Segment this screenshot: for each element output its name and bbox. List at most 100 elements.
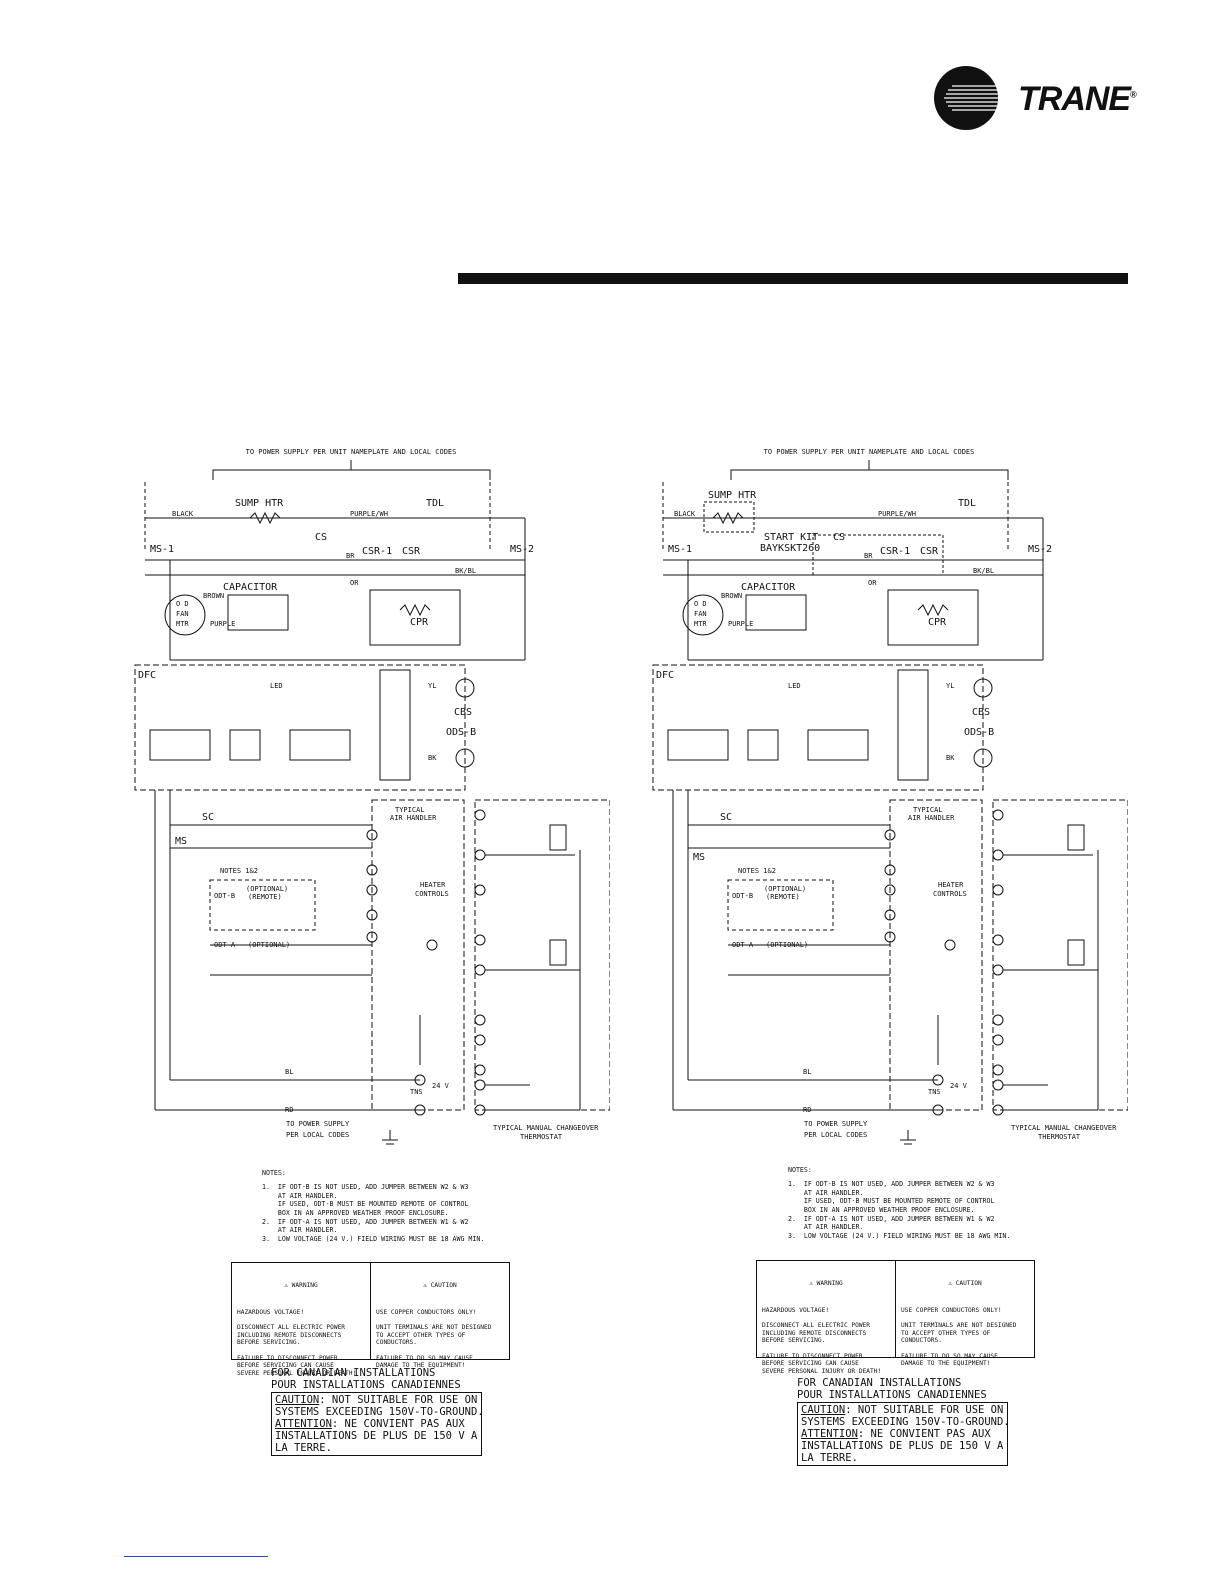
odta-label: ODT-A	[214, 941, 236, 949]
ms2-label: MS-2	[1028, 544, 1052, 555]
bl-label: BL	[803, 1068, 811, 1076]
yl-label: YL	[946, 682, 954, 690]
notes-title: NOTES:	[788, 1165, 812, 1174]
wiring-diagram-right: TO POWER SUPPLY PER UNIT NAMEPLATE AND L…	[652, 448, 1128, 1145]
caution-body: USE COPPER CONDUCTORS ONLY! UNIT TERMINA…	[376, 1308, 492, 1370]
air-handler-label-1: TYPICAL	[395, 806, 425, 814]
caution-title: ⚠ CAUTION	[948, 1280, 982, 1288]
led-label: LED	[270, 682, 283, 690]
power-label-top: TO POWER SUPPLY PER UNIT NAMEPLATE AND L…	[764, 448, 975, 456]
warning-body: HAZARDOUS VOLTAGE! DISCONNECT ALL ELECTR…	[237, 1308, 357, 1377]
start-kit-label-2: BAYKSKT260	[760, 543, 820, 554]
br-label: BR	[346, 552, 355, 560]
capacitor-label: CAPACITOR	[223, 582, 278, 593]
note-2: 2. IF ODT-A IS NOT USED, ADD JUMPER BETW…	[788, 1214, 995, 1232]
dfc-label: DFC	[138, 670, 156, 681]
rd-label: RD	[803, 1106, 811, 1114]
power-label-top: TO POWER SUPPLY PER UNIT NAMEPLATE AND L…	[246, 448, 457, 456]
bl-label: BL	[285, 1068, 293, 1076]
csr-label: CSR	[402, 546, 421, 557]
purple-label: PURPLE	[210, 620, 235, 628]
purple-wh-label: PURPLE/WH	[350, 510, 388, 518]
warning-title: ⚠ WARNING	[809, 1280, 843, 1288]
bk-label: BK	[428, 754, 437, 762]
ms1-label: MS-1	[668, 544, 692, 555]
bk-label: BK	[946, 754, 955, 762]
canadian-line-1: FOR CANADIAN INSTALLATIONS	[797, 1377, 962, 1389]
od-fan-label-2: FAN	[694, 610, 707, 618]
air-handler-label-2: AIR HANDLER	[390, 814, 437, 822]
warning-caution-box-right: ⚠ WARNING HAZARDOUS VOLTAGE! DISCONNECT …	[756, 1260, 1035, 1375]
canadian-line-1: FOR CANADIAN INSTALLATIONS	[271, 1367, 436, 1379]
heater-controls-label-1: HEATER	[938, 881, 964, 889]
rd-label: RD	[285, 1106, 293, 1114]
heater-controls-label-2: CONTROLS	[415, 890, 449, 898]
caution-panel: ⚠ CAUTION USE COPPER CONDUCTORS ONLY! UN…	[370, 1263, 509, 1369]
purple-label: PURPLE	[728, 620, 753, 628]
heater-controls-label-1: HEATER	[420, 881, 446, 889]
notes12-label: NOTES 1&2	[220, 867, 258, 875]
start-kit-label-1: START KIT	[764, 532, 818, 543]
cpr-label: CPR	[928, 617, 947, 628]
canadian-line-2: POUR INSTALLATIONS CANADIENNES	[271, 1379, 461, 1391]
odsb-label: ODS-B	[446, 727, 476, 738]
warning-title: ⚠ WARNING	[284, 1282, 318, 1290]
ms-label: MS	[693, 852, 705, 863]
od-fan-label-1: O D	[176, 600, 189, 608]
odta-label: ODT-A	[732, 941, 754, 949]
od-fan-label-2: FAN	[176, 610, 189, 618]
note-2: 2. IF ODT-A IS NOT USED, ADD JUMPER BETW…	[262, 1217, 469, 1235]
header-rule	[458, 273, 1128, 284]
notes-right: NOTES: 1. IF ODT-B IS NOT USED, ADD JUMPE…	[788, 1157, 1010, 1249]
odtb-remote-label: (REMOTE)	[248, 893, 282, 901]
canadian-notice-left: FOR CANADIAN INSTALLATIONS POUR INSTALLA…	[271, 1367, 484, 1456]
odtb-optional-label: (OPTIONAL)	[764, 885, 806, 893]
warning-panel: ⚠ WARNING HAZARDOUS VOLTAGE! DISCONNECT …	[757, 1261, 895, 1375]
to-power-label-2: PER LOCAL CODES	[804, 1131, 867, 1139]
note-3: 3. LOW VOLTAGE (24 V.) FIELD WIRING MUST…	[262, 1234, 485, 1243]
odtb-optional-label: (OPTIONAL)	[246, 885, 288, 893]
trane-logo	[934, 66, 998, 130]
notes-title: NOTES:	[262, 1168, 286, 1177]
bkbl-label: BK/BL	[455, 567, 476, 575]
black-label: BLACK	[674, 510, 696, 518]
br-label: BR	[864, 552, 873, 560]
sc-label: SC	[720, 812, 732, 823]
cs-label: CS	[833, 532, 845, 543]
bkbl-label: BK/BL	[973, 567, 994, 575]
odtb-label: ODT-B	[214, 892, 235, 900]
warning-caution-box-left: ⚠ WARNING HAZARDOUS VOLTAGE! DISCONNECT …	[231, 1262, 510, 1377]
air-handler-label-1: TYPICAL	[913, 806, 943, 814]
to-power-label-1: TO POWER SUPPLY	[286, 1120, 350, 1128]
brown-label: BROWN	[203, 592, 224, 600]
tdl-label: TDL	[426, 498, 444, 509]
csr1-label: CSR-1	[880, 546, 910, 557]
note-1: 1. IF ODT-B IS NOT USED, ADD JUMPER BETW…	[788, 1180, 995, 1214]
cbs-label: CBS	[972, 707, 990, 718]
thermostat-label-1: TYPICAL MANUAL CHANGEOVER	[1011, 1124, 1117, 1132]
yl-label: YL	[428, 682, 436, 690]
tns-label: TNS	[410, 1088, 423, 1096]
cpr-label: CPR	[410, 617, 429, 628]
wiring-diagram-left: TO POWER SUPPLY PER UNIT NAMEPLATE AND L…	[134, 448, 610, 1145]
warning-panel: ⚠ WARNING HAZARDOUS VOLTAGE! DISCONNECT …	[232, 1263, 370, 1377]
brand-name: TRANE®	[1018, 80, 1137, 118]
note-3: 3. LOW VOLTAGE (24 V.) FIELD WIRING MUST…	[788, 1231, 1011, 1240]
odtb-remote-label: (REMOTE)	[766, 893, 800, 901]
note-1: 1. IF ODT-B IS NOT USED, ADD JUMPER BETW…	[262, 1183, 469, 1217]
od-fan-label-3: MTR	[176, 620, 189, 628]
odta-optional-label: (OPTIONAL)	[248, 941, 290, 949]
cbs-label: CBS	[454, 707, 472, 718]
caution-body: USE COPPER CONDUCTORS ONLY! UNIT TERMINA…	[901, 1306, 1017, 1368]
odta-optional-label: (OPTIONAL)	[766, 941, 808, 949]
ms2-label: MS-2	[510, 544, 534, 555]
csr-label: CSR	[920, 546, 939, 557]
tdl-label: TDL	[958, 498, 976, 509]
sump-htr-label: SUMP HTR	[708, 490, 757, 501]
24v-label: 24 V	[432, 1082, 450, 1090]
led-label: LED	[788, 682, 801, 690]
caution-title: ⚠ CAUTION	[423, 1282, 457, 1290]
footer-link-underline[interactable]	[124, 1556, 268, 1557]
24v-label: 24 V	[950, 1082, 968, 1090]
heater-controls-label-2: CONTROLS	[933, 890, 967, 898]
